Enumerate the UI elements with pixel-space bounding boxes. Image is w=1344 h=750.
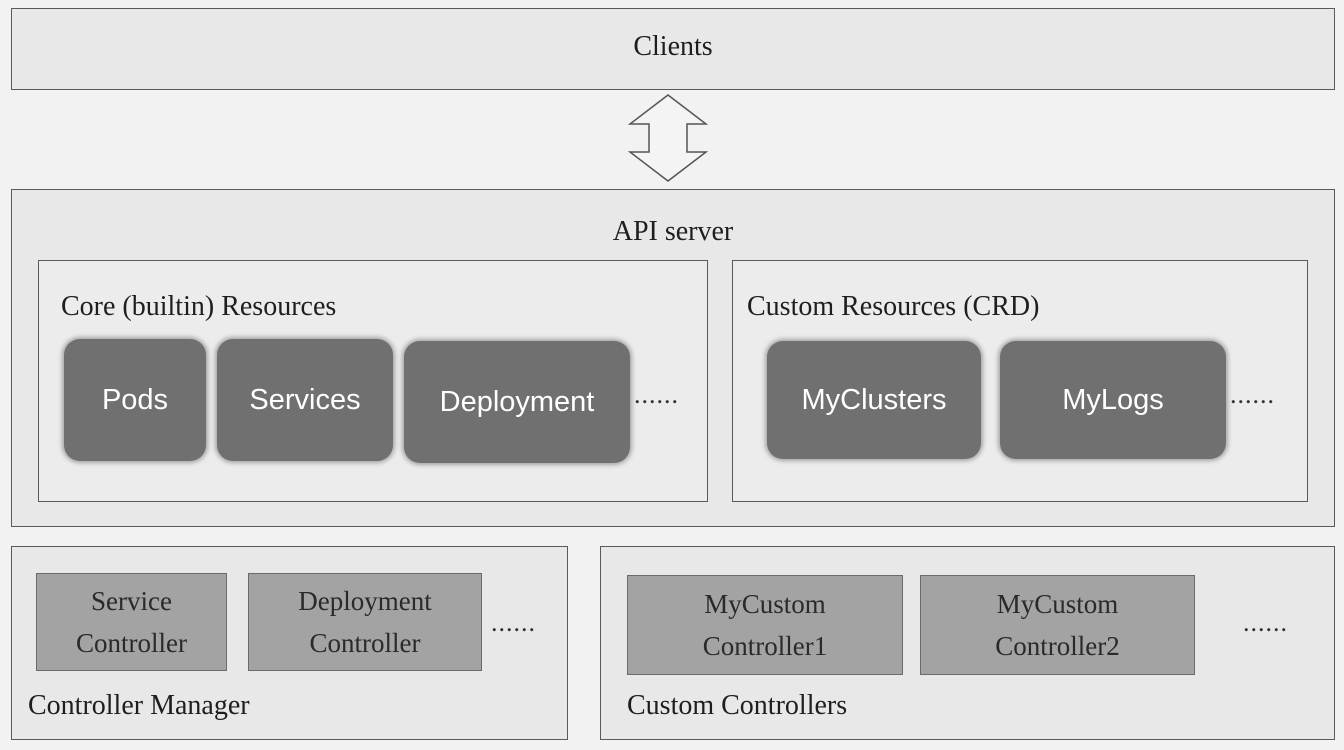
pods-resource: Pods — [64, 339, 206, 461]
controller-manager-label: Controller Manager — [28, 690, 250, 721]
service-controller-line1: Service — [91, 586, 172, 616]
myclusters-resource: MyClusters — [767, 341, 981, 459]
mycustom-controller2-line1: MyCustom — [996, 589, 1119, 619]
mycustom-controller1-line1: MyCustom — [704, 589, 826, 619]
mycustom-controller2: MyCustom Controller2 — [920, 575, 1195, 675]
mycustom-controller1-line2: Controller1 — [702, 631, 828, 661]
deployment-controller-line2: Controller — [309, 628, 421, 658]
clients-box: Clients — [11, 8, 1335, 90]
core-resources-label: Core (builtin) Resources — [61, 291, 337, 322]
service-controller: Service Controller — [36, 573, 227, 671]
deployment-controller-line1: Deployment — [298, 586, 432, 616]
mycustom-controller1: MyCustom Controller1 — [627, 575, 903, 675]
core-more-ellipsis: ...... — [634, 380, 679, 409]
service-controller-line2: Controller — [76, 628, 187, 658]
custom-more-ellipsis: ...... — [1230, 380, 1275, 409]
custom-controllers-more-ellipsis: ...... — [1243, 608, 1288, 637]
custom-controllers-label: Custom Controllers — [627, 690, 848, 721]
mylogs-resource: MyLogs — [1000, 341, 1226, 459]
bidirectional-arrow-icon — [627, 94, 709, 182]
deployment-resource: Deployment — [404, 341, 630, 463]
custom-resources-label: Custom Resources (CRD) — [747, 291, 1040, 322]
clients-label: Clients — [633, 31, 713, 62]
services-resource: Services — [217, 339, 393, 461]
api-server-label: API server — [612, 216, 734, 247]
controller-manager-more-ellipsis: ...... — [491, 608, 536, 637]
deployment-controller: Deployment Controller — [248, 573, 482, 671]
mycustom-controller2-line2: Controller2 — [995, 631, 1120, 661]
